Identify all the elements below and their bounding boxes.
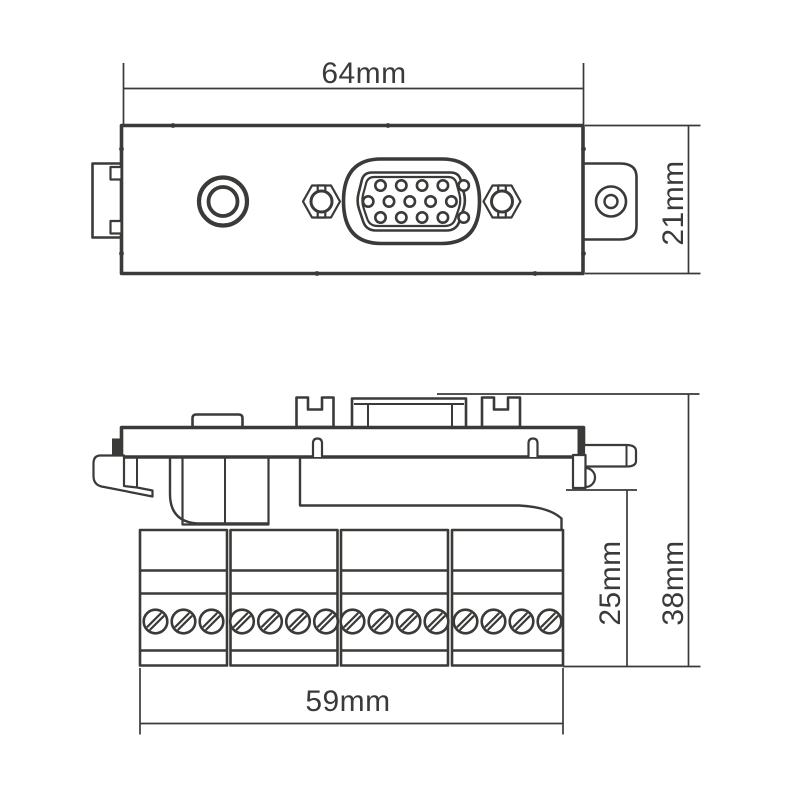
terminal-screw	[508, 608, 535, 635]
terminal-screw	[312, 608, 340, 635]
vga-pin	[394, 179, 408, 193]
vga-pin	[373, 211, 387, 225]
dimension-25mm: 25mm	[566, 489, 637, 667]
audio-jack-side-profile	[191, 413, 244, 427]
dimension-59mm: 59mm	[139, 668, 564, 735]
terminal-block-1-lines	[140, 569, 227, 652]
left-ear-notches	[109, 165, 123, 235]
vga-pin	[361, 195, 375, 209]
side-view	[92, 393, 700, 667]
mounting-pins	[311, 437, 539, 457]
terminal-screw-row	[142, 608, 563, 635]
vga-pin	[373, 179, 387, 193]
audio-jack-icon	[196, 175, 250, 228]
dimension-label-depth-total: 38mm	[657, 540, 690, 625]
vga-pin	[444, 195, 458, 209]
vga-pin	[457, 211, 471, 225]
dimension-label-width-top: 64mm	[321, 57, 406, 90]
terminal-screw	[284, 608, 312, 635]
terminal-screw	[480, 608, 507, 635]
faceplate-side-profile	[119, 425, 586, 459]
terminal-screw	[395, 608, 422, 635]
jackscrew-post-left-side	[295, 396, 335, 429]
dimension-label-depth-body: 25mm	[594, 540, 627, 625]
right-mounting-ear-side	[571, 443, 638, 490]
dimension-38mm: 38mm	[563, 394, 701, 668]
terminal-block-3-lines	[341, 569, 448, 652]
vga-connector-side-profile	[350, 397, 468, 429]
vga-pin	[436, 179, 450, 193]
left-spring-clip	[92, 438, 154, 498]
vga-pin	[424, 195, 438, 209]
faceplate-end-cap	[577, 428, 585, 456]
terminal-screw	[452, 608, 479, 635]
module-housing-side	[168, 455, 563, 530]
terminal-screw	[198, 608, 225, 635]
terminal-screw	[367, 608, 394, 635]
terminal-block-4	[450, 528, 565, 667]
vga-pin	[382, 195, 396, 209]
terminal-blocks	[138, 528, 565, 667]
vga-pin	[436, 211, 450, 225]
vga-pin-field	[361, 179, 471, 225]
vga-pin	[394, 211, 408, 225]
terminal-block-3	[339, 528, 450, 667]
vga-jackscrew-left-icon	[301, 184, 342, 219]
dimension-21mm: 21mm	[585, 124, 701, 275]
terminal-block-2	[229, 528, 339, 667]
terminal-block-1	[138, 528, 229, 667]
vga-jackscrew-right-icon	[482, 184, 522, 219]
terminal-screw	[142, 608, 169, 635]
terminal-screw	[423, 608, 450, 635]
terminal-block-2-lines	[230, 569, 338, 652]
terminal-screw	[339, 608, 366, 635]
terminal-block-4-lines	[452, 569, 563, 652]
vga-pin	[403, 195, 417, 209]
dimension-64mm: 64mm	[122, 57, 585, 127]
terminal-screw	[536, 608, 563, 635]
dimension-label-width-bottom: 59mm	[305, 685, 390, 718]
ear-screw-hole	[594, 185, 628, 218]
vga-pin	[415, 211, 429, 225]
edge-bumps	[119, 123, 586, 276]
jackscrew-post-right-side	[480, 396, 522, 429]
front-view	[91, 123, 638, 276]
vga-connector-icon	[341, 157, 482, 246]
terminal-screw	[256, 608, 284, 635]
vga-pin	[415, 179, 429, 193]
dimension-label-height-top: 21mm	[657, 160, 690, 245]
terminal-screw	[228, 608, 256, 635]
vga-pin	[457, 179, 471, 193]
terminal-screw	[170, 608, 197, 635]
